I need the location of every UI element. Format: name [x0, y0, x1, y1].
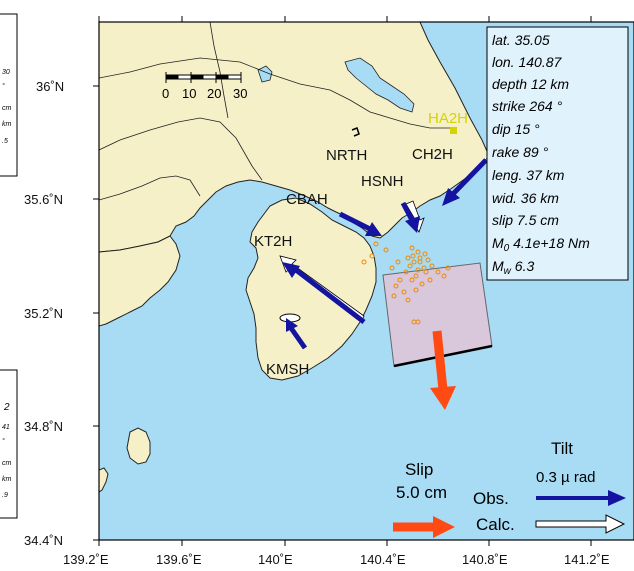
lon-label: 140.8˚E: [462, 552, 508, 567]
scale-tick-label: 30: [233, 86, 247, 101]
lat-label: 34.4˚N: [24, 533, 63, 548]
station-label-ch2h: CH2H: [412, 146, 453, 163]
lake-kasumigaura: [344, 57, 415, 113]
panel-token: .5: [2, 138, 8, 145]
scale-tick-label: 10: [182, 86, 196, 101]
slip-arrow: [430, 330, 456, 410]
param-lon: lon. 140.87: [492, 54, 562, 70]
scale-tick-label: 20: [207, 86, 221, 101]
axis-ticks: [93, 16, 592, 546]
legend-slip-value: 5.0 cm: [396, 483, 447, 502]
lon-label: 139.6˚E: [156, 552, 202, 567]
lon-label: 140˚E: [258, 552, 293, 567]
legend-obs-arrow: [536, 490, 626, 506]
panel-token: cm: [2, 105, 12, 112]
prefecture-border: [209, 22, 229, 119]
panel-token: cm: [2, 460, 12, 467]
map-frame: [98, 21, 634, 541]
tilt-arrow-kmsh: [279, 313, 308, 350]
parameter-box: lat. 35.05 lon. 140.87 depth 12 km strik…: [486, 26, 629, 281]
param-depth: depth 12 km: [492, 76, 569, 92]
legend-tilt-title: Tilt: [551, 439, 573, 458]
lon-label: 140.4˚E: [360, 552, 406, 567]
epicenter-cluster: [361, 241, 451, 325]
legend-calc-arrow: [535, 514, 626, 534]
param-rake: rake 89 °: [492, 144, 549, 160]
prefecture-border: [99, 57, 452, 129]
station-label-ha2h: HA2H: [428, 110, 468, 127]
legend-slip-arrow: [393, 516, 455, 538]
param-mw: Mw 6.3: [492, 258, 534, 277]
lat-label: 35.2˚N: [24, 306, 63, 321]
param-leng: leng. 37 km: [492, 167, 565, 183]
param-dip: dip 15 °: [492, 121, 540, 137]
panel-token: km: [2, 476, 12, 483]
panel-token: 30: [2, 69, 10, 76]
station-label-kmsh: KMSH: [266, 361, 309, 378]
panel-token: °: [2, 82, 5, 90]
lat-label: 36˚N: [36, 79, 64, 94]
param-m0-subscript: 0: [504, 243, 510, 254]
legend-obs-label: Obs.: [473, 489, 509, 508]
station-label-nrth: NRTH: [326, 147, 367, 164]
param-m0: M0 4.1e+18 Nm: [492, 235, 590, 254]
tilt-arrow-kt2h: [279, 255, 366, 324]
land-izu-fragment: [99, 467, 109, 493]
panel-token: .9: [2, 492, 8, 499]
panel-token: 41: [2, 424, 10, 431]
lat-label: 35.6˚N: [24, 192, 63, 207]
scale-bar: 0 10 20 30: [162, 72, 247, 101]
param-wid: wid. 36 km: [492, 190, 559, 206]
tilt-arrow-hsnh: [400, 200, 425, 233]
lat-label: 34.8˚N: [24, 419, 63, 434]
lon-label: 139.2˚E: [63, 552, 109, 567]
land-boso-peninsula: [245, 197, 377, 381]
station-label-cbah: CBAH: [286, 191, 328, 208]
param-strike: strike 264 °: [492, 98, 563, 114]
param-m0-symbol: M: [492, 235, 504, 251]
land-oshima: [126, 427, 151, 465]
left-panel-upper: 30 ° cm km .5: [0, 13, 18, 177]
param-m0-value: 4.1e+18 Nm: [509, 235, 590, 251]
legend: Slip 5.0 cm Tilt 0.3 µ rad Obs. Calc.: [393, 439, 626, 538]
legend-slip-title: Slip: [405, 460, 433, 479]
param-mw-subscript: w: [504, 266, 512, 277]
tilt-arrow-cbah: [338, 211, 382, 236]
legend-calc-label: Calc.: [476, 515, 515, 534]
param-slip: slip 7.5 cm: [492, 212, 559, 228]
station-label-kt2h: KT2H: [254, 233, 292, 250]
param-mw-value: 6.3: [511, 258, 535, 274]
param-lat: lat. 35.05: [492, 32, 550, 48]
station-label-hsnh: HSNH: [361, 173, 404, 190]
left-panel-lower: 2 41 ° cm km .9: [0, 369, 18, 519]
land-miura-peninsula: [99, 235, 181, 327]
scale-tick-label: 0: [162, 86, 169, 101]
lon-label: 141.2˚E: [564, 552, 610, 567]
panel-token: km: [2, 121, 12, 128]
station-mark-nrth: [351, 127, 360, 137]
tilt-arrow-ch2h: [442, 155, 490, 206]
param-mw-symbol: M: [492, 258, 504, 274]
panel-token: °: [2, 437, 5, 445]
lake-tone: [257, 65, 273, 83]
panel-token: 2: [3, 402, 10, 413]
station-mark-ha2h: [450, 127, 457, 134]
prefecture-border: [99, 175, 201, 201]
legend-tilt-value: 0.3 µ rad: [536, 469, 596, 486]
prefecture-border: [99, 117, 263, 181]
